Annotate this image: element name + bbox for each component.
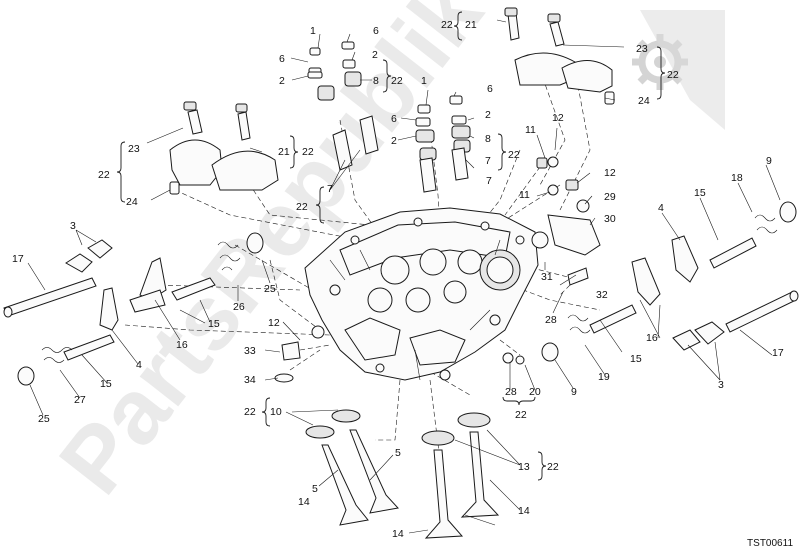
callout-22: 22 (244, 406, 256, 418)
callout-32: 32 (596, 289, 608, 301)
callout-21: 21 (465, 19, 477, 31)
callout-4: 4 (658, 202, 664, 214)
valves-and-seats (305, 409, 500, 539)
callout-2: 2 (372, 49, 378, 61)
callout-22: 22 (547, 461, 559, 473)
callout-12: 12 (552, 112, 564, 124)
callout-25: 25 (38, 413, 50, 425)
callout-6: 6 (487, 83, 493, 95)
callout-6: 6 (279, 53, 285, 65)
callout-22: 22 (441, 19, 453, 31)
grouping-braces (116, 11, 666, 481)
callout-8: 8 (485, 133, 491, 145)
callout-9: 9 (571, 386, 577, 398)
callout-24: 24 (126, 196, 138, 208)
callout-28: 28 (545, 314, 557, 326)
callout-6: 6 (391, 113, 397, 125)
callout-22: 22 (296, 201, 308, 213)
callout-1: 1 (421, 75, 427, 87)
valve-spring-stack-front (415, 95, 471, 193)
callout-11: 11 (519, 189, 530, 201)
callout-17: 17 (12, 253, 24, 265)
cam-caps-rear (169, 101, 279, 195)
callout-22: 22 (515, 409, 527, 421)
callout-26: 26 (233, 301, 245, 313)
callout-8: 8 (373, 75, 379, 87)
callout-1: 1 (310, 25, 316, 37)
callout-9: 9 (766, 155, 772, 167)
callout-15: 15 (100, 378, 112, 390)
callout-7: 7 (486, 175, 492, 187)
callout-19: 19 (598, 371, 610, 383)
callout-28: 28 (505, 386, 517, 398)
callout-4: 4 (136, 359, 142, 371)
callout-12: 12 (604, 167, 616, 179)
callout-13: 13 (518, 461, 530, 473)
callout-5: 5 (395, 447, 401, 459)
callout-14: 14 (298, 496, 310, 508)
document-code: TST00611 (747, 538, 793, 549)
callout-34: 34 (244, 374, 256, 386)
valve-spring-stack-rear (307, 41, 379, 171)
callout-5: 5 (312, 483, 318, 495)
callout-7: 7 (485, 155, 491, 167)
callout-12: 12 (268, 317, 280, 329)
callout-31: 31 (541, 271, 553, 283)
callout-20: 20 (529, 386, 541, 398)
callout-23: 23 (128, 143, 140, 155)
callout-24: 24 (638, 95, 650, 107)
callout-30: 30 (604, 213, 616, 225)
callout-labels: 1 6 6 2 2 8 22 23 22 24 21 22 1 6 6 2 2 … (12, 19, 784, 540)
callout-22: 22 (302, 146, 314, 158)
callout-2: 2 (279, 75, 285, 87)
callout-22: 22 (98, 169, 110, 181)
rocker-assembly-right (502, 156, 799, 365)
callout-11: 11 (525, 124, 536, 136)
callout-17: 17 (772, 347, 784, 359)
callout-2: 2 (391, 135, 397, 147)
banner-shape (640, 10, 725, 130)
callout-29: 29 (604, 191, 616, 203)
callout-22: 22 (508, 149, 520, 161)
callout-15: 15 (208, 318, 220, 330)
cam-caps-front (504, 7, 615, 105)
callout-25: 25 (264, 283, 276, 295)
callout-2: 2 (485, 109, 491, 121)
callout-10: 10 (270, 406, 282, 418)
callout-16: 16 (176, 339, 188, 351)
callout-18: 18 (731, 172, 743, 184)
callout-22: 22 (667, 69, 679, 81)
callout-33: 33 (244, 345, 256, 357)
callout-21: 21 (278, 146, 290, 158)
callout-23: 23 (636, 43, 648, 55)
callout-7: 7 (327, 183, 333, 195)
callout-15: 15 (630, 353, 642, 365)
callout-3: 3 (70, 220, 76, 232)
callout-22: 22 (391, 75, 403, 87)
callout-6: 6 (373, 25, 379, 37)
callout-14: 14 (518, 505, 530, 517)
callout-15: 15 (694, 187, 706, 199)
callout-14: 14 (392, 528, 404, 540)
callout-3: 3 (718, 379, 724, 391)
callout-16: 16 (646, 332, 658, 344)
leader-lines (27, 19, 781, 534)
rocker-assembly-left (3, 232, 264, 386)
cylinder-head (304, 207, 539, 381)
fasteners-lower-left (274, 325, 325, 383)
callout-27: 27 (74, 394, 86, 406)
